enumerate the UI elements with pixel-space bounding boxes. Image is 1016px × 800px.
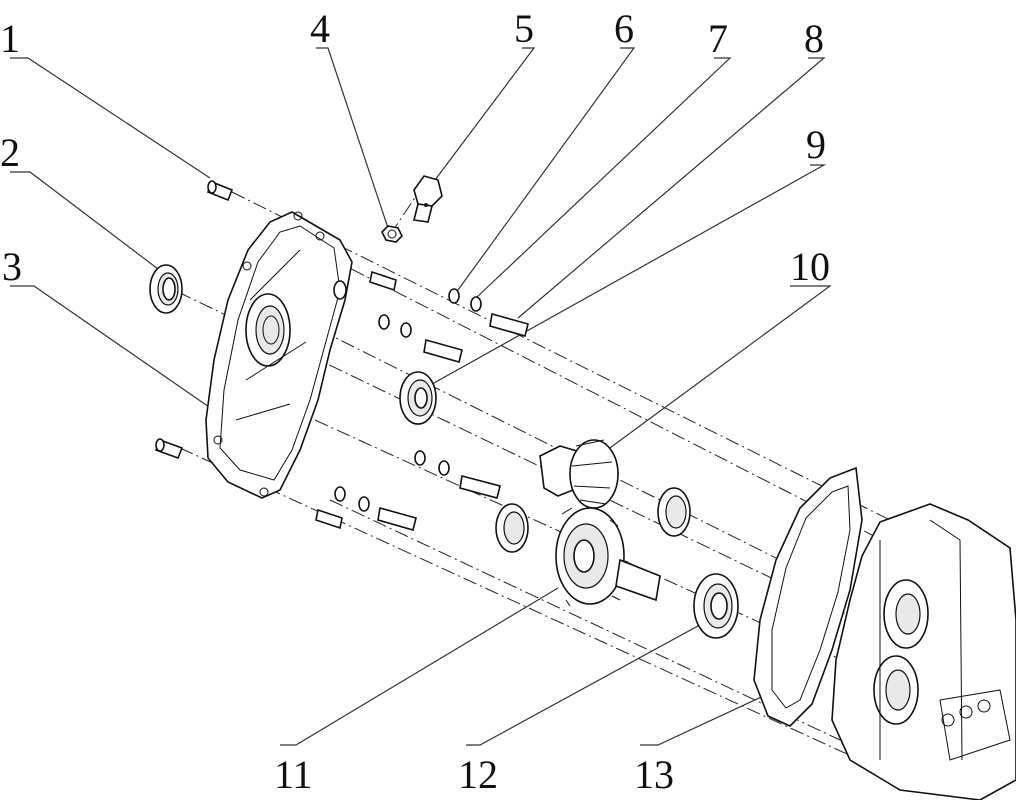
callout-10: 10 (790, 244, 830, 289)
callout-labels: 1 2 3 4 5 6 7 8 9 10 11 12 13 (0, 6, 830, 797)
bearing-part-9 (399, 371, 691, 553)
callout-2: 2 (0, 130, 20, 175)
callout-7: 7 (708, 16, 728, 61)
crankcase-housing (831, 503, 1016, 800)
callout-1: 1 (0, 16, 20, 61)
callout-4: 4 (310, 6, 330, 51)
callout-11: 11 (274, 752, 313, 797)
dowel-pin-part-1 (154, 180, 234, 460)
washers-part-6-7 (334, 288, 482, 512)
gasket-part-13 (753, 466, 863, 727)
callout-13: 13 (634, 752, 674, 797)
bolts-part-8 (315, 270, 529, 531)
oil-seal-part-2 (149, 264, 183, 314)
callout-12: 12 (458, 752, 498, 797)
callout-5: 5 (514, 6, 534, 51)
callout-9: 9 (806, 122, 826, 167)
nut-part-4 (381, 225, 403, 243)
callout-3: 3 (2, 244, 22, 289)
ball-bearing-part-12 (693, 573, 739, 639)
driven-gear-part-11 (555, 507, 661, 607)
callout-8: 8 (804, 16, 824, 61)
pinion-shaft-part-10 (539, 439, 619, 509)
breather-plug-part-5 (413, 175, 443, 223)
callout-6: 6 (614, 6, 634, 51)
gearbox-cover-part-3 (205, 211, 353, 499)
